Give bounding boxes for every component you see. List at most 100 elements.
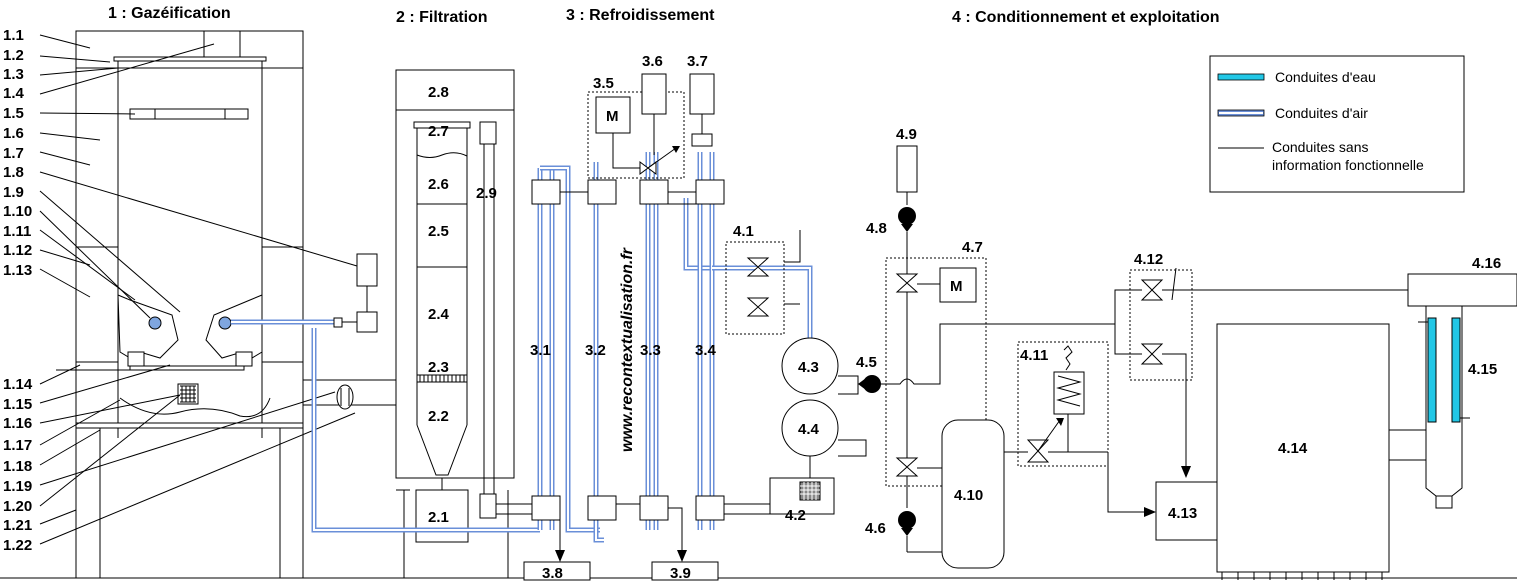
filter-unit bbox=[395, 69, 515, 578]
label-1-18: 1.18 bbox=[3, 458, 32, 475]
label-1-21: 1.21 bbox=[3, 517, 32, 534]
label-4-2: 4.2 bbox=[785, 507, 806, 524]
label-1-22: 1.22 bbox=[3, 537, 32, 554]
section-title-cooling: 3 : Refroidissement bbox=[566, 7, 715, 24]
filter-bypass-valve bbox=[479, 121, 497, 145]
label-1-2: 1.2 bbox=[3, 47, 24, 64]
label-3-9: 3.9 bbox=[670, 565, 691, 582]
label-2-7: 2.7 bbox=[428, 123, 449, 140]
water-pipe-right bbox=[1451, 317, 1461, 423]
tank-4-10 bbox=[941, 419, 1005, 569]
gasifier-unit bbox=[56, 30, 396, 578]
label-1-15: 1.15 bbox=[3, 396, 32, 413]
label-4-6: 4.6 bbox=[865, 520, 886, 537]
check-valve-4-6 bbox=[898, 511, 916, 529]
label-1-14: 1.14 bbox=[3, 376, 33, 393]
legend-air-label: Conduites d'air bbox=[1275, 105, 1368, 121]
label-4-3: 4.3 bbox=[798, 359, 819, 376]
label-1-11: 1.11 bbox=[3, 223, 31, 240]
gasifier-labels: 1.1 1.2 1.3 1.4 1.5 1.6 1.7 1.8 1.9 1.10… bbox=[3, 27, 33, 554]
sensor-4-9 bbox=[896, 145, 918, 193]
label-1-1: 1.1 bbox=[3, 27, 24, 44]
valve-group-4-12 bbox=[1129, 269, 1193, 381]
section-title-gasification: 1 : Gazéification bbox=[108, 5, 231, 22]
label-4-9: 4.9 bbox=[896, 126, 917, 143]
motor-4-7 bbox=[939, 267, 977, 303]
sensor-3-6 bbox=[641, 73, 667, 115]
label-3-7: 3.7 bbox=[687, 53, 708, 70]
label-3-3: 3.3 bbox=[640, 342, 661, 359]
label-4-7: 4.7 bbox=[962, 239, 983, 256]
gasifier-hopper bbox=[203, 30, 241, 58]
label-1-12: 1.12 bbox=[3, 242, 32, 259]
label-4-14: 4.14 bbox=[1278, 440, 1308, 457]
watermark-text: www.recontextualisation.fr bbox=[619, 247, 636, 452]
label-2-4: 2.4 bbox=[428, 306, 450, 323]
section-title-filtration: 2 : Filtration bbox=[396, 9, 488, 26]
motor-3-5-label: M bbox=[606, 108, 619, 125]
label-4-11: 4.11 bbox=[1020, 347, 1048, 364]
label-3-2: 3.2 bbox=[585, 342, 606, 359]
label-4-10: 4.10 bbox=[954, 487, 983, 504]
label-4-16: 4.16 bbox=[1472, 255, 1501, 272]
blower-housing bbox=[356, 253, 378, 287]
label-2-2: 2.2 bbox=[428, 408, 449, 425]
gasifier-grate-bar bbox=[129, 108, 249, 120]
label-4-4: 4.4 bbox=[798, 421, 820, 438]
label-2-8: 2.8 bbox=[428, 84, 449, 101]
legend-water-swatch bbox=[1217, 73, 1265, 81]
label-1-7: 1.7 bbox=[3, 145, 24, 162]
label-1-10: 1.10 bbox=[3, 203, 32, 220]
valve-group-4-11 bbox=[1017, 341, 1109, 467]
label-2-3: 2.3 bbox=[428, 359, 449, 376]
cooling-labels: 3.5 3.6 3.7 3.1 3.2 3.3 3.4 3.8 3.9 bbox=[530, 53, 717, 582]
valve-group-4-1 bbox=[725, 241, 785, 335]
label-1-17: 1.17 bbox=[3, 437, 32, 454]
cooling-unit: M bbox=[496, 73, 813, 581]
label-1-20: 1.20 bbox=[3, 498, 32, 515]
label-2-1: 2.1 bbox=[428, 509, 449, 526]
condensate-tank-3-8 bbox=[523, 561, 591, 581]
gasifier-leader-lines bbox=[39, 34, 358, 545]
blower-4-3 bbox=[781, 337, 839, 395]
motor-3-5 bbox=[595, 96, 631, 134]
label-4-15: 4.15 bbox=[1468, 361, 1497, 378]
sensor-3-7 bbox=[689, 73, 715, 115]
legend-other-label-2: information fonctionnelle bbox=[1272, 157, 1424, 173]
check-valve-4-8 bbox=[898, 207, 916, 225]
conditioning-labels: 4.1 4.3 4.4 4.2 4.5 4.6 4.7 4.8 4.9 4.10… bbox=[733, 126, 1501, 537]
label-3-6: 3.6 bbox=[642, 53, 663, 70]
label-3-8: 3.8 bbox=[542, 565, 563, 582]
label-1-16: 1.16 bbox=[3, 415, 32, 432]
filter-media bbox=[416, 374, 468, 383]
label-1-4: 1.4 bbox=[3, 85, 25, 102]
label-4-13: 4.13 bbox=[1168, 505, 1197, 522]
label-1-6: 1.6 bbox=[3, 125, 24, 142]
motor-4-7-label: M bbox=[950, 278, 963, 295]
label-1-8: 1.8 bbox=[3, 164, 24, 181]
legend-water-label: Conduites d'eau bbox=[1275, 69, 1376, 85]
label-4-8: 4.8 bbox=[866, 220, 887, 237]
blower-motor bbox=[356, 311, 378, 333]
label-4-1: 4.1 bbox=[733, 223, 754, 240]
label-1-5: 1.5 bbox=[3, 105, 24, 122]
label-1-3: 1.3 bbox=[3, 66, 24, 83]
air-nozzle-right bbox=[218, 316, 232, 330]
filter-labels: 2.8 2.7 2.6 2.5 2.4 2.3 2.2 2.1 2.9 bbox=[428, 84, 497, 526]
label-3-4: 3.4 bbox=[695, 342, 717, 359]
filter-ash-bin bbox=[415, 489, 469, 543]
valve-group-4-7 bbox=[885, 257, 987, 487]
check-valve-4-5 bbox=[863, 375, 881, 393]
unit-4-16 bbox=[1407, 273, 1517, 307]
legend: Conduites d'eau Conduites d'air Conduite… bbox=[1209, 55, 1465, 193]
condensate-tank-3-9 bbox=[651, 561, 719, 581]
conditioning-unit: M bbox=[725, 145, 1517, 580]
label-4-5: 4.5 bbox=[856, 354, 877, 371]
label-4-12: 4.12 bbox=[1134, 251, 1163, 268]
label-1-9: 1.9 bbox=[3, 184, 24, 201]
label-2-5: 2.5 bbox=[428, 223, 449, 240]
label-2-9: 2.9 bbox=[476, 185, 497, 202]
air-nozzle-left bbox=[148, 316, 162, 330]
label-3-1: 3.1 bbox=[530, 342, 551, 359]
